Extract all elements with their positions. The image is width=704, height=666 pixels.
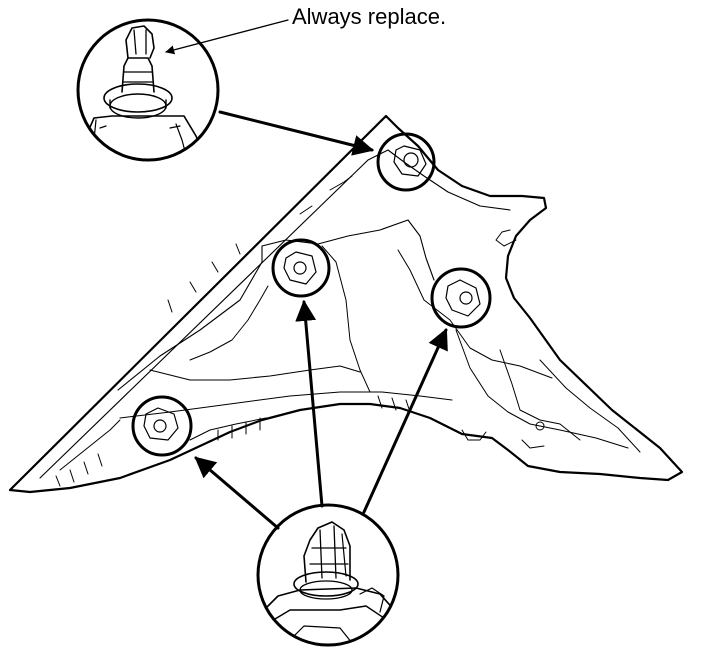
clip-location-top-right bbox=[376, 132, 436, 192]
clip-location-lower-left bbox=[131, 395, 193, 457]
always-replace-callout: Always replace. bbox=[292, 4, 447, 29]
arrow-to-top-clip bbox=[218, 110, 375, 156]
callout-leader-line bbox=[165, 19, 289, 55]
arrow-to-upper-middle-clip bbox=[295, 299, 324, 508]
leader-arrows bbox=[165, 19, 448, 530]
clip-location-upper-middle bbox=[271, 238, 331, 298]
clip-detail-bottom bbox=[256, 503, 400, 647]
arrow-to-right-clip bbox=[362, 328, 448, 514]
clip-location-right bbox=[430, 267, 492, 329]
clip-detail-top bbox=[76, 18, 220, 162]
trim-panel bbox=[8, 114, 684, 494]
arrow-to-lower-left-clip bbox=[194, 456, 280, 530]
